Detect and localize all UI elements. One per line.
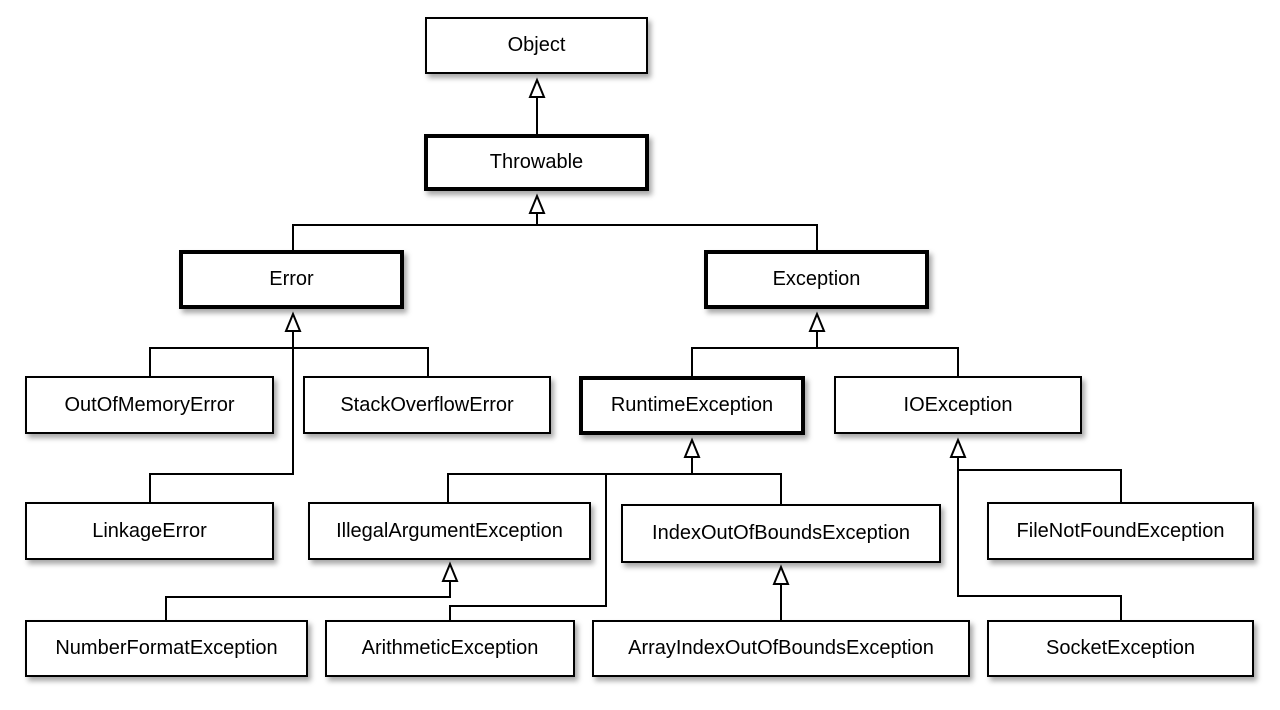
connector-out-of-memory-error: [149, 347, 429, 376]
node-throwable: Throwable: [424, 134, 649, 191]
node-illegal-argument-exception: IllegalArgumentException: [308, 502, 591, 560]
connector-number-format: [165, 581, 451, 620]
node-io-exception: IOException: [834, 376, 1082, 434]
connector-runtime-exception: [691, 347, 959, 376]
connector-illegal-argument: [447, 473, 782, 504]
node-exception: Exception: [704, 250, 929, 309]
node-array-index-out-of-bounds-exception: ArrayIndexOutOfBoundsException: [592, 620, 970, 677]
connector-socket: [957, 470, 1122, 620]
node-number-format-exception: NumberFormatException: [25, 620, 308, 677]
node-arithmetic-exception: ArithmeticException: [325, 620, 575, 677]
connector-exception-throwable: [537, 224, 818, 250]
arrowhead-illegal-argument: [441, 561, 459, 582]
arrowhead-exception: [808, 311, 826, 332]
arrowhead-io-exception: [949, 437, 967, 458]
arrowhead-throwable: [528, 193, 546, 214]
node-out-of-memory-error: OutOfMemoryError: [25, 376, 274, 434]
node-stack-overflow-error: StackOverflowError: [303, 376, 551, 434]
connector-error-throwable: [292, 213, 538, 250]
connector-linkage-error: [149, 331, 294, 502]
node-file-not-found-exception: FileNotFoundException: [987, 502, 1254, 560]
node-runtime-exception: RuntimeException: [579, 376, 805, 435]
connector-file-not-found: [957, 457, 1122, 502]
arrowhead-index-out-of-bounds: [772, 564, 790, 585]
arrowhead-runtime-exception: [683, 437, 701, 458]
node-linkage-error: LinkageError: [25, 502, 274, 560]
node-error: Error: [179, 250, 404, 309]
connector-arithmetic: [449, 474, 607, 620]
arrowhead-error: [284, 311, 302, 332]
node-index-out-of-bounds-exception: IndexOutOfBoundsException: [621, 504, 941, 563]
node-object: Object: [425, 17, 648, 74]
node-socket-exception: SocketException: [987, 620, 1254, 677]
arrowhead-object: [528, 77, 546, 98]
